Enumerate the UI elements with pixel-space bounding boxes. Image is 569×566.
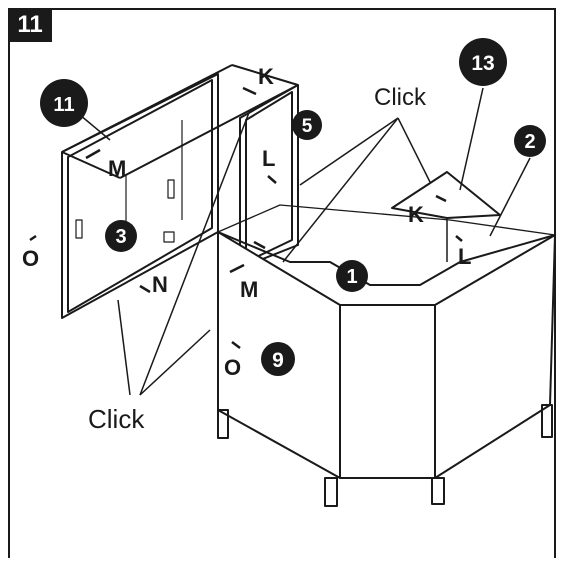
fitting-m-door: M [108, 156, 126, 181]
click-label-bottom: Click [88, 404, 145, 434]
svg-text:1: 1 [346, 266, 357, 288]
svg-text:2: 2 [524, 131, 535, 153]
badge-back-panel: 3 [105, 220, 137, 252]
svg-text:9: 9 [272, 349, 284, 372]
badge-shelf: 13 [459, 38, 507, 86]
step-number-badge: 11 [8, 8, 52, 42]
badge-base: 1 [336, 260, 368, 292]
svg-text:5: 5 [302, 116, 313, 137]
fitting-k-door: K [258, 64, 274, 89]
badge-front-panel: 9 [261, 342, 295, 376]
fitting-m-cabinet: M [240, 277, 258, 302]
fitting-o-left: O [22, 246, 39, 271]
svg-text:13: 13 [471, 52, 494, 75]
svg-text:11: 11 [53, 94, 74, 116]
fitting-l-side: L [262, 146, 275, 171]
fitting-n-bottom: N [152, 272, 168, 297]
svg-text:3: 3 [115, 226, 126, 248]
fitting-arrows [29, 86, 463, 349]
fitting-o-front: O [224, 355, 241, 380]
click-label-top: Click [374, 84, 427, 111]
fitting-k-shelf: K [408, 202, 424, 227]
step-number: 11 [17, 11, 43, 38]
instruction-frame [8, 8, 556, 558]
left-door-frame [61, 64, 299, 319]
badge-door: 11 [40, 79, 88, 127]
badge-side-panel: 5 [292, 110, 322, 140]
fitting-l-right: L [458, 244, 471, 269]
pointer-lines [79, 87, 531, 396]
badge-right-panel: 2 [514, 125, 546, 157]
